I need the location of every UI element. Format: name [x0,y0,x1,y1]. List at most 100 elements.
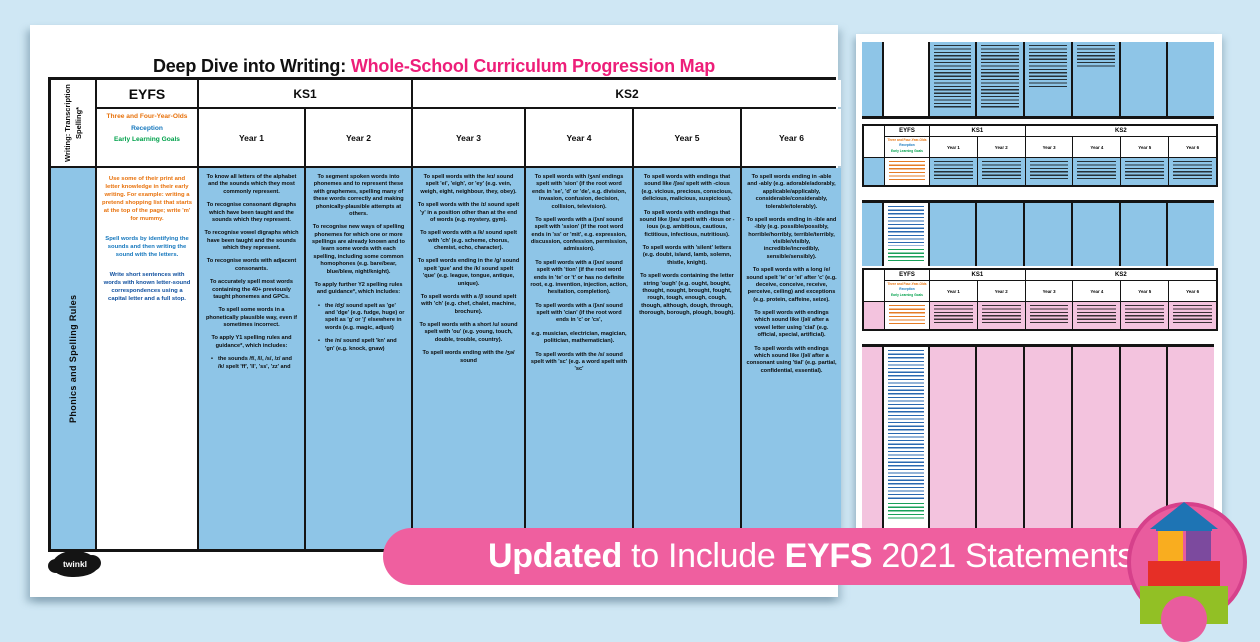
mini-row-cell [864,302,884,329]
mini-year-header: Year 4 [1073,137,1121,157]
text-item: To spell words with the /eɪ/ sound spelt… [420,174,517,195]
text-item: Three and Four-Year-Olds [887,138,927,142]
text-item: To spell words with a /ʃ/ sound spelt wi… [420,293,517,315]
eyfs-content-cell: Use some of their print and letter knowl… [97,168,197,549]
year6-header: Year 6 [742,109,841,166]
mini-year-header: Year 3 [1025,281,1073,301]
side-header-label: Writing: Transcription Spelling* [62,84,83,162]
house-red-block [1148,561,1220,586]
text-item: Use some of their print and letter knowl… [102,176,193,222]
text-item: Three and Four-Year-Olds [106,113,188,120]
page-title-pink: Whole-School Curriculum Progression Map [350,56,716,76]
mini-year-column [929,42,978,116]
page-title: Deep Dive into Writing: Whole-School Cur… [30,56,838,77]
mini-eyfs-column [883,203,930,266]
mini-year-column [1072,42,1121,116]
text-item: To spell words ending with the /ʒə/ soun… [422,350,515,364]
text-item: To spell words with endings that sound l… [639,209,735,238]
mini-ks2-header: KS2 [1025,270,1216,280]
mini-year-column [1120,203,1169,266]
mini-side-header [864,270,884,301]
text-item: To recognise new ways of spelling phonem… [312,224,405,275]
year3-header: Year 3 [413,109,524,166]
mini-side-column [862,203,884,266]
text-item: To spell words with 'silent' letters (e.… [642,245,732,266]
text-item: Reception [131,124,163,132]
mini-year-header: Year 5 [1121,137,1169,157]
text-item: To spell words with a /ʃʌn/ sound spelt … [530,259,628,296]
mini-ks1-header: KS1 [930,270,1025,280]
text-item: To spell words with a short /u/ sound sp… [419,322,518,343]
text-item: To spell words with a /ʃʌn/ sound spelt … [530,216,628,253]
year2-content-cell: To segment spoken words into phonemes an… [306,168,411,549]
text-item: To spell words ending in -ible and -ibly… [746,216,837,260]
side-header-cell: Writing: Transcription Spelling* [51,80,95,166]
mini-year-header: Year 1 [930,137,977,157]
mini-year-column [1025,42,1073,116]
page-title-black: Deep Dive into Writing: [152,56,347,76]
mini-year-column [1025,203,1073,266]
text-item: To spell words with the /ɪ/ sound spelt … [417,202,520,223]
text-item: To spell words with endings which sound … [754,310,829,339]
text-item: To recognise words with adjacent consona… [206,258,297,272]
text-item: the /n/ sound spelt 'kn' and 'gn' (e.g. … [318,338,405,353]
text-item: To accurately spell most words containin… [210,279,293,300]
mini-eyfs-column [883,42,930,116]
text-item: Three and Four-Year-Olds [887,282,927,286]
mini-side-column [862,347,884,571]
text-item: Early Learning Goals [891,148,923,153]
text-item: Spell words by identifying the sounds an… [105,235,189,258]
text-item: To spell words ending in the /g/ sound s… [417,258,520,287]
text-item: Early Learning Goals [114,136,180,144]
mini-year-header: Year 2 [977,281,1025,301]
text-item: To spell words with a long /e/ sound spe… [746,267,837,303]
house-purple-block [1186,531,1211,561]
text-item: To spell words with /ʒʌn/ endings spelt … [531,174,627,210]
block-house-icon [1131,502,1243,642]
house-roofbar-shape [1156,526,1212,531]
year1-content-cell: To know all letters of the alphabet and … [199,168,304,549]
text-item: To apply Y1 spelling rules and guidance*… [211,335,292,349]
text-item: To segment spoken words into phonemes an… [313,174,404,217]
mini-row-cell [1169,302,1216,329]
mini-year-column [977,203,1026,266]
house-arch-shape [1161,596,1207,642]
banner-rest-text: 2021 Statements [872,537,1134,575]
mini-side-column [862,42,884,116]
banner-middle-text: to Include [621,537,785,575]
text-item: To spell words with a /k/ sound spelt wi… [420,230,517,251]
twinkl-logo-cloud-icon [48,551,101,577]
row-label-cell: Phonics and Spelling Rules [51,168,95,549]
mini-row-cell [1121,158,1169,185]
text-item: To spell words with endings that sound l… [641,174,733,203]
mini-ks2-header: KS2 [1025,126,1216,136]
mini-year-column [977,42,1026,116]
mini-row-cell [1073,302,1121,329]
year6-content-cell: To spell words ending in -able and -ably… [742,168,841,549]
mini-row-cell [885,302,929,329]
mini-year-header: Year 4 [1073,281,1121,301]
twinkl-logo: twinkl [48,549,101,579]
year4-header: Year 4 [526,109,632,166]
main-document-page: Deep Dive into Writing: Whole-School Cur… [30,25,841,597]
mini-year-column [1168,203,1215,266]
mini-year-header: Year 6 [1169,281,1216,301]
mini-row-cell [1073,158,1121,185]
mini-year-header: Year 2 [977,137,1025,157]
text-item: To spell words with the /s/ sound spelt … [530,351,628,373]
year1-header: Year 1 [199,109,304,166]
mini-year-column [1072,203,1121,266]
preview-table-fragment [862,42,1215,119]
year5-content-cell: To spell words with endings that sound l… [634,168,740,549]
mini-row-cell [1121,302,1169,329]
progression-table: Writing: Transcription Spelling* EYFS KS… [48,77,841,552]
text-item: To spell words ending in -able and -ably… [747,174,836,210]
year4-content-cell: To spell words with /ʒʌn/ endings spelt … [526,168,632,549]
text-item: To spell some words in a phonetically pl… [206,307,297,328]
